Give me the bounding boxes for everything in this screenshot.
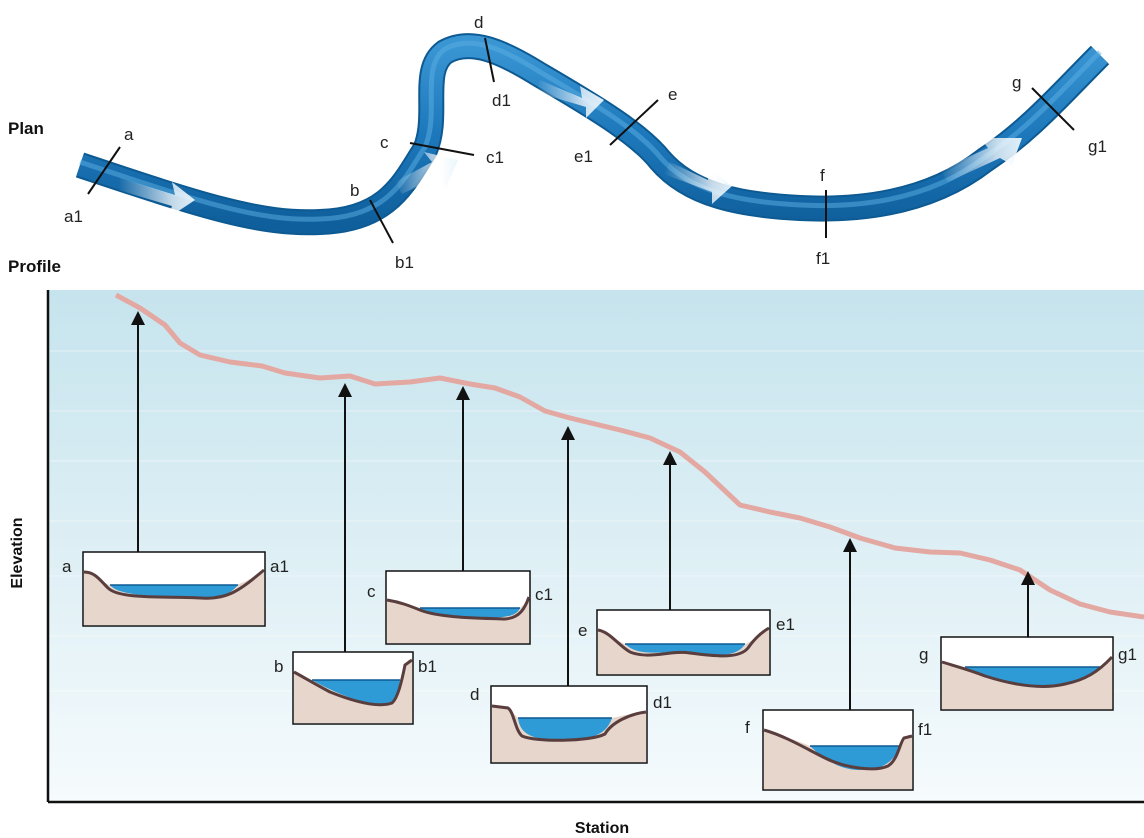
plan-section-e: e e1 (574, 85, 677, 166)
svg-text:c1: c1 (535, 585, 553, 604)
svg-text:b: b (350, 181, 359, 200)
cross-section-c: c c1 (367, 570, 553, 645)
plan-section-a: a a1 (64, 125, 134, 226)
svg-text:e1: e1 (776, 615, 795, 634)
plan-section-f: f f1 (816, 166, 830, 268)
svg-text:f: f (745, 718, 750, 737)
svg-text:g: g (919, 645, 928, 664)
flow-arrow-icon (118, 178, 195, 218)
y-axis-label: Elevation (9, 517, 26, 588)
svg-text:d: d (470, 685, 479, 704)
svg-text:e: e (578, 621, 587, 640)
plan-label: Plan (8, 119, 44, 138)
svg-text:d1: d1 (492, 91, 511, 110)
x-axis-label: Station (575, 820, 629, 837)
svg-text:a: a (124, 125, 134, 144)
svg-text:a: a (62, 557, 72, 576)
svg-text:c: c (380, 133, 389, 152)
svg-text:b1: b1 (395, 253, 414, 272)
svg-text:c: c (367, 582, 376, 601)
svg-text:a1: a1 (270, 557, 289, 576)
elevation-arrows (131, 311, 1035, 740)
plan-section-c: c c1 (380, 133, 504, 167)
elevation-profile-line (114, 292, 1144, 620)
plan-section-b: b b1 (350, 181, 414, 272)
cross-section-f: f f1 (745, 709, 932, 791)
svg-text:a1: a1 (64, 207, 83, 226)
svg-text:d1: d1 (653, 693, 672, 712)
plan-section-d: d d1 (474, 13, 511, 110)
svg-text:e: e (668, 85, 677, 104)
svg-text:g1: g1 (1118, 645, 1137, 664)
svg-text:g1: g1 (1088, 137, 1107, 156)
flow-arrows (118, 80, 1022, 218)
plan-section-g: g g1 (1012, 73, 1107, 156)
cross-section-g: g g1 (919, 636, 1137, 711)
svg-text:b1: b1 (418, 657, 437, 676)
profile-label: Profile (8, 257, 61, 276)
svg-text:f1: f1 (816, 249, 830, 268)
svg-text:g: g (1012, 73, 1021, 92)
cross-section-b: b b1 (274, 651, 437, 725)
svg-text:f1: f1 (918, 720, 932, 739)
flow-arrow-icon (664, 162, 732, 204)
river-plan (75, 33, 1110, 236)
cross-section-d: d d1 (470, 685, 672, 764)
svg-text:c1: c1 (486, 148, 504, 167)
flow-arrow-icon (536, 80, 604, 118)
svg-text:b: b (274, 657, 283, 676)
svg-text:e1: e1 (574, 147, 593, 166)
cross-section-a: a a1 (62, 551, 289, 627)
flow-arrow-icon (940, 138, 1022, 182)
svg-text:f: f (820, 166, 825, 185)
svg-text:d: d (474, 13, 483, 32)
flow-arrow-icon (395, 152, 458, 194)
cross-section-e: e e1 (578, 609, 795, 676)
